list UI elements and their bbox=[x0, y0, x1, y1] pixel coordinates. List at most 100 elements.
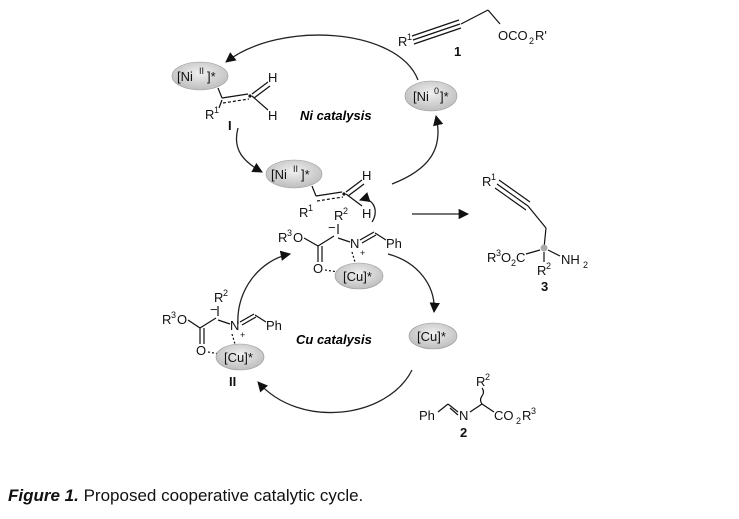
ce-minus: − bbox=[328, 220, 336, 235]
cu-arrow-left bbox=[237, 250, 292, 325]
i-h-top: H bbox=[268, 70, 277, 85]
s2-r2: R bbox=[476, 374, 485, 389]
s2-co: CO bbox=[494, 408, 514, 423]
ni0-text: [Ni bbox=[413, 89, 429, 104]
ce-ph: Ph bbox=[386, 236, 402, 251]
ni2-star-2: ]* bbox=[301, 167, 310, 182]
ii-r2-sup: 2 bbox=[223, 288, 228, 298]
s2-bond-b bbox=[447, 403, 459, 413]
c-bond-e bbox=[347, 183, 365, 197]
p-alkyne bbox=[496, 183, 529, 207]
i-r-bond bbox=[218, 99, 223, 109]
ni2-oval-2 bbox=[265, 159, 323, 189]
compound-1-label: 1 bbox=[454, 44, 461, 59]
i-h-bottom: H bbox=[268, 108, 277, 123]
ce-o: O bbox=[293, 230, 303, 245]
p-r3-sup: 3 bbox=[496, 248, 501, 258]
ii-r3: R bbox=[162, 312, 171, 327]
ii-r2: R bbox=[214, 290, 223, 305]
o-bond bbox=[487, 9, 501, 25]
p-r3: R bbox=[487, 250, 496, 265]
ii-dash-n bbox=[231, 333, 236, 345]
ch2-bond bbox=[460, 9, 489, 25]
i-r1: R bbox=[205, 107, 214, 122]
p-nh: NH bbox=[561, 252, 580, 267]
product-3: R 1 R 3 O 2 C NH 2 R 2 3 bbox=[482, 172, 588, 294]
alkyne-bond bbox=[412, 23, 461, 41]
nickel-allenyl-center: [Ni II ]* H H R 1 bbox=[265, 159, 376, 223]
ce-bond-a bbox=[303, 237, 319, 247]
p-r2-sup: 2 bbox=[546, 261, 551, 271]
s2-r2-sup: 2 bbox=[485, 372, 490, 382]
ce-r3-sup: 3 bbox=[287, 228, 292, 238]
cu-oval-ii bbox=[215, 343, 265, 371]
curly-arrow bbox=[359, 192, 376, 223]
c-bond-d bbox=[345, 179, 363, 193]
ii-bond-imine bbox=[239, 313, 255, 323]
ce-cu: [Cu]* bbox=[343, 269, 372, 284]
ni-arrow-top bbox=[225, 34, 419, 81]
p-nh2-bond bbox=[547, 249, 561, 257]
ni0-catalyst: [Ni 0 ]* bbox=[404, 80, 458, 112]
p-ch2 bbox=[527, 205, 547, 229]
ni2-text-2: [Ni bbox=[271, 167, 287, 182]
ce-r2-sup: 2 bbox=[343, 206, 348, 216]
ii-ph: Ph bbox=[266, 318, 282, 333]
ni0-star: ]* bbox=[440, 89, 449, 104]
ii-bond-ph bbox=[254, 314, 267, 323]
ii-cu: [Cu]* bbox=[224, 350, 253, 365]
intermediate-II-label: II bbox=[229, 374, 236, 389]
c-bond-f bbox=[345, 193, 363, 207]
i-bond-c bbox=[222, 98, 250, 104]
substrate-1: R 1 OCO 2 R' 1 bbox=[398, 9, 547, 59]
i-bond-a bbox=[217, 87, 223, 99]
s2-bond-a bbox=[437, 403, 449, 413]
ii-bond-b bbox=[199, 317, 217, 329]
s2-bond-b2 bbox=[449, 407, 459, 416]
ce-bond-n bbox=[337, 237, 351, 243]
compound-2-label: 2 bbox=[460, 425, 467, 440]
s2-r3: R bbox=[522, 408, 531, 423]
cu-right-text: [Cu]* bbox=[417, 329, 446, 344]
p-r1-sup: 1 bbox=[491, 172, 496, 182]
c-r1-sup: 1 bbox=[308, 203, 313, 213]
ii-bond-a bbox=[187, 319, 201, 329]
p-stereocenter bbox=[540, 244, 548, 252]
s2-bond-c bbox=[469, 403, 483, 413]
s2-bond-d bbox=[481, 403, 495, 413]
cu-catalyst: [Cu]* bbox=[408, 322, 458, 350]
ni2-sup-1: II bbox=[199, 66, 204, 76]
ni0-oval bbox=[404, 80, 458, 112]
c-bond-a bbox=[311, 185, 317, 197]
ni2-text-1: [Ni bbox=[177, 69, 193, 84]
ni2-star-1: ]* bbox=[207, 69, 216, 84]
i-r1-sup: 1 bbox=[214, 105, 219, 115]
caption-text: Proposed cooperative catalytic cycle. bbox=[78, 486, 364, 505]
ni-arrow-left bbox=[235, 127, 263, 173]
compound-3-label: 3 bbox=[541, 279, 548, 294]
ii-o: O bbox=[177, 312, 187, 327]
ce-bond-imine2 bbox=[361, 234, 377, 244]
p-nh-sub: 2 bbox=[583, 260, 588, 270]
intermediate-I: [Ni II ]* H H R 1 I bbox=[171, 61, 277, 133]
oco2r-label: OCO bbox=[498, 28, 528, 43]
s2-ph: Ph bbox=[419, 408, 435, 423]
copper-enolate-center: R 3 O O R 2 − N + Ph [Cu]* bbox=[278, 206, 402, 290]
intermediate-II: R 3 O O R 2 − N + Ph [Cu]* II bbox=[162, 288, 282, 389]
ce-bond-imine bbox=[359, 231, 375, 241]
ce-plus: + bbox=[360, 248, 365, 258]
p-o-sub: 2 bbox=[511, 258, 516, 268]
figure-caption: Figure 1. Proposed cooperative catalytic… bbox=[8, 486, 363, 506]
s2-co-sub: 2 bbox=[516, 416, 521, 426]
ii-bond-n bbox=[217, 319, 231, 325]
c-bond-c bbox=[316, 196, 344, 202]
c-h-bottom: H bbox=[362, 206, 371, 221]
ii-n: N bbox=[230, 318, 239, 333]
alkyne-bond-2 bbox=[413, 27, 462, 45]
ni-arrow-right bbox=[391, 114, 444, 185]
ii-minus: − bbox=[210, 302, 218, 317]
ce-n: N bbox=[350, 236, 359, 251]
ce-dash-n bbox=[351, 251, 356, 263]
ce-bond-b bbox=[317, 235, 335, 247]
cu-arrow-bottom bbox=[257, 369, 413, 414]
